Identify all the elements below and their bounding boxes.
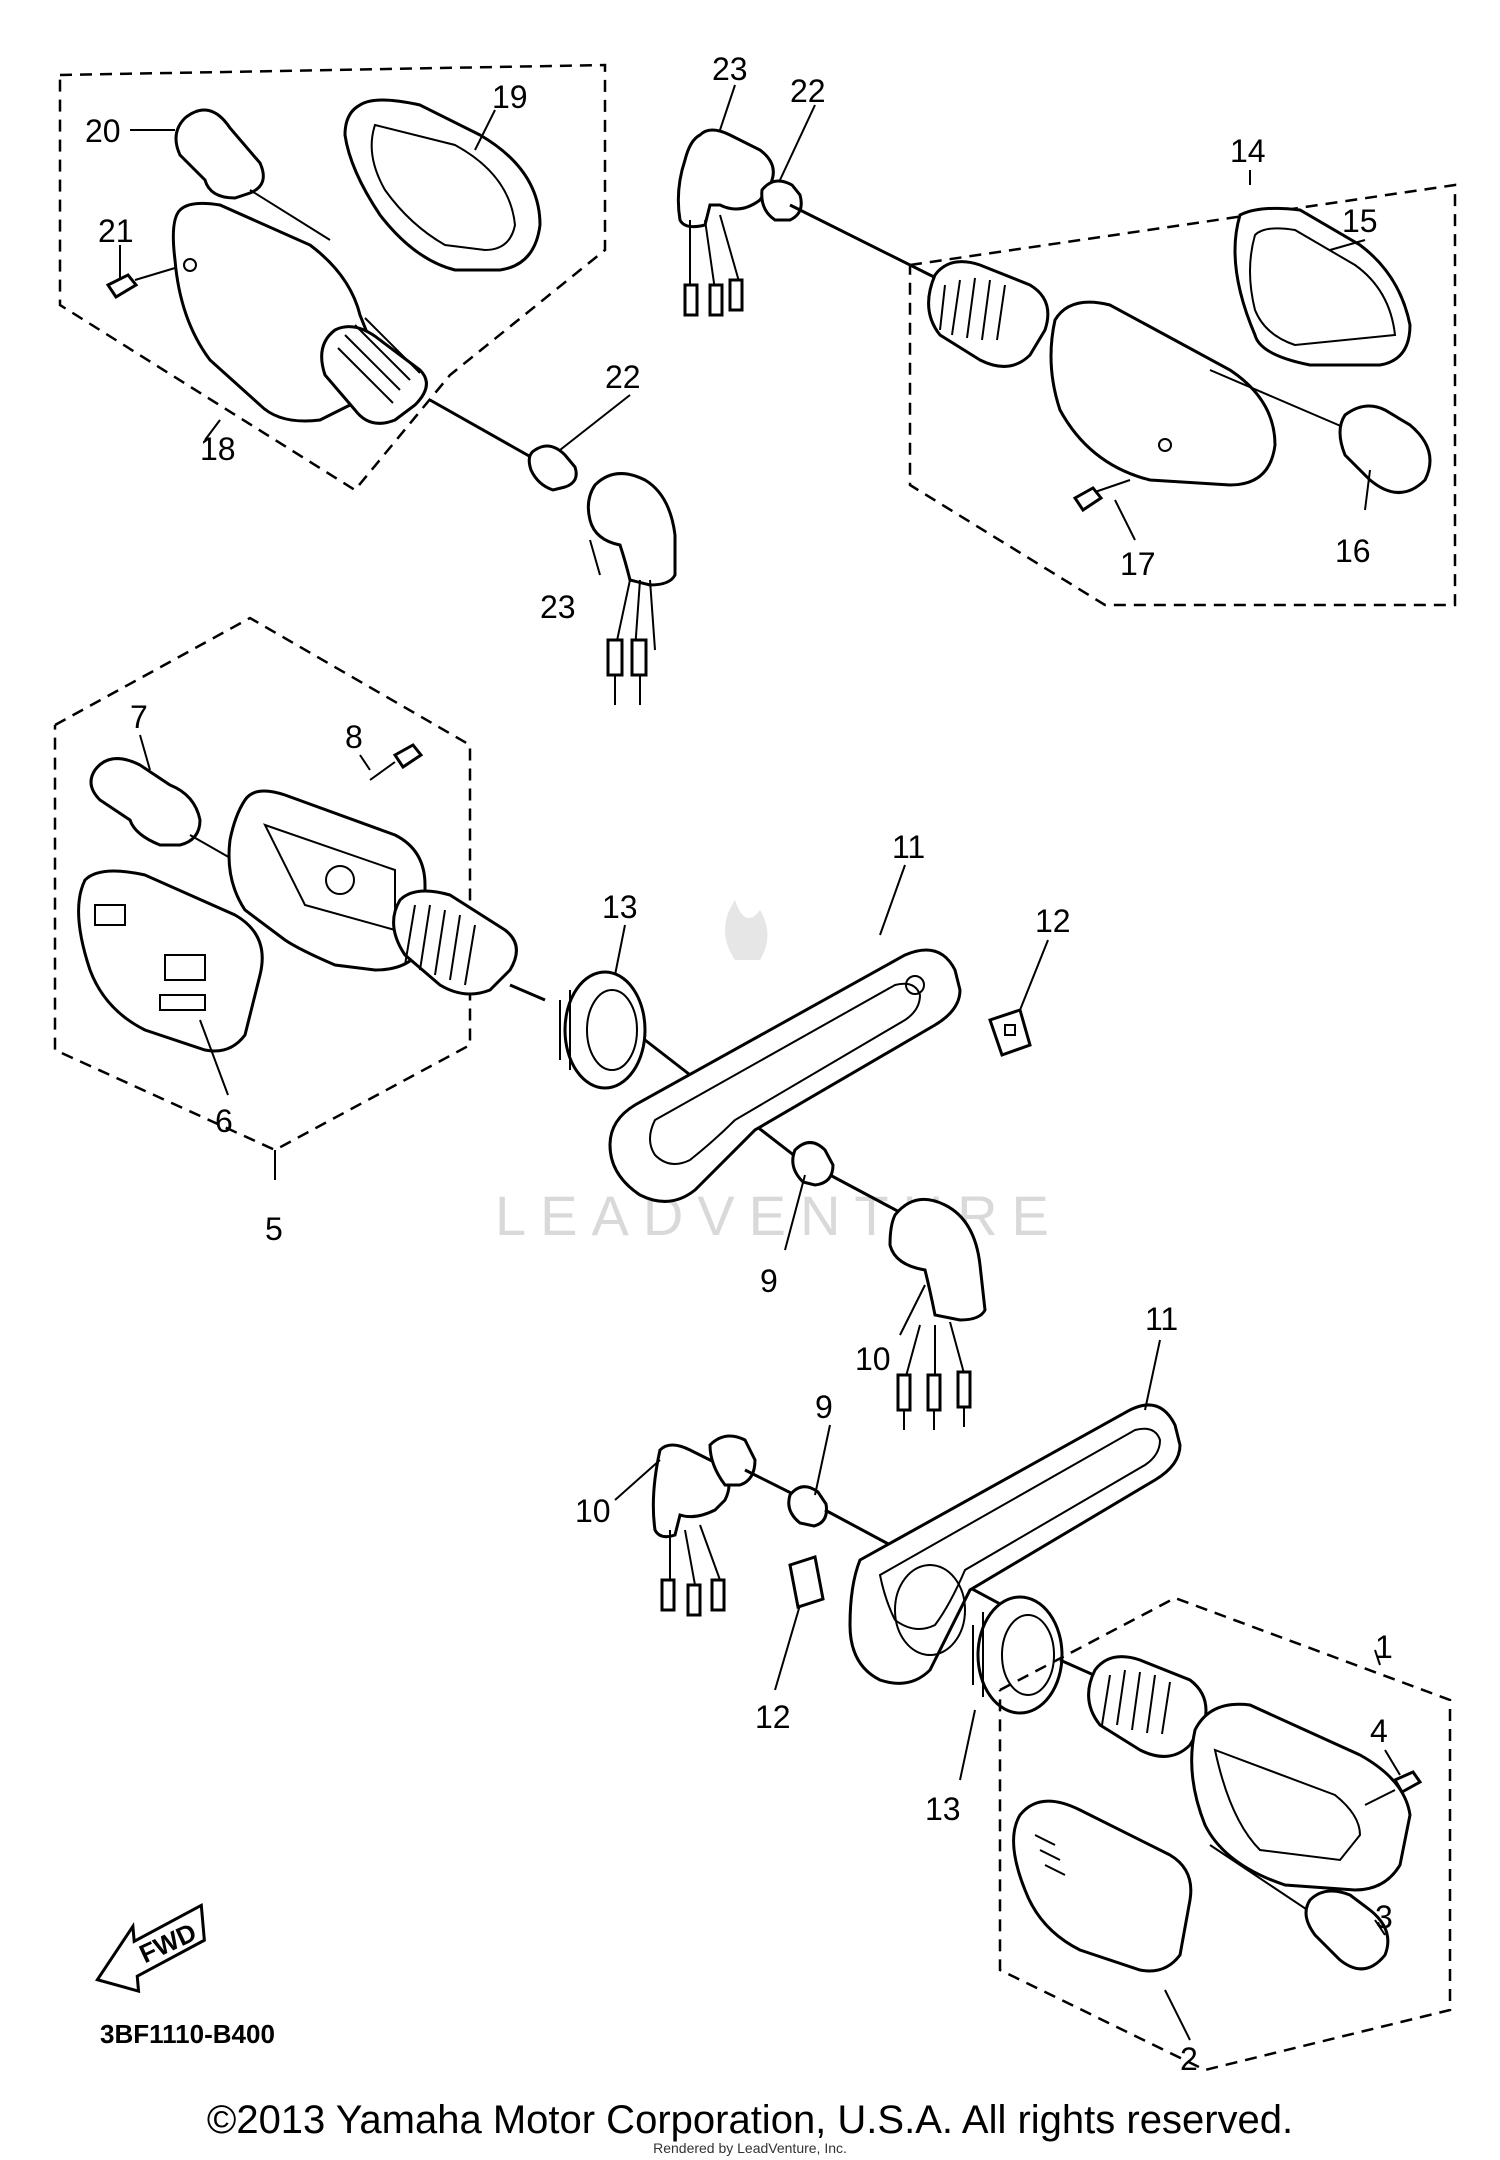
- bulb-20: [174, 108, 331, 241]
- callout-13-upper: 13: [602, 889, 638, 925]
- callout-23-right: 23: [712, 51, 748, 87]
- clip-12-upper: [988, 1008, 1032, 1057]
- callout-12-upper: 12: [1035, 903, 1071, 939]
- housing-1: [1087, 1655, 1412, 1892]
- diagram-code: 3BF1110-B400: [100, 2019, 275, 2049]
- callout-13-lower: 13: [925, 1791, 961, 1827]
- shaft-14: [789, 203, 941, 282]
- clip-12-lower: [788, 1555, 825, 1609]
- callout-7: 7: [130, 699, 148, 735]
- callouts: 20 19 21 18 22 23 23 22 14 15 16 17 7 8 …: [85, 51, 1393, 2077]
- callout-14: 14: [1230, 133, 1266, 169]
- callout-3: 3: [1375, 1899, 1393, 1935]
- connector-23-left: [586, 472, 677, 705]
- nut-22-left: [527, 444, 578, 492]
- nut-9-lower: [787, 1485, 828, 1528]
- assembly-14-boundary: [908, 183, 1457, 607]
- callout-18: 18: [200, 431, 236, 467]
- shaft-18: [429, 398, 546, 467]
- callout-6: 6: [215, 1103, 233, 1139]
- bracket-11-lower: [848, 1403, 1182, 1685]
- callout-8: 8: [345, 719, 363, 755]
- callout-23-left: 23: [540, 589, 576, 625]
- assembly-5-boundary: [53, 616, 472, 1152]
- lens-15: [1233, 206, 1412, 367]
- callout-9-upper: 9: [760, 1263, 778, 1299]
- copyright-notice: ©2013 Yamaha Motor Corporation, U.S.A. A…: [206, 2098, 1294, 2142]
- callout-9-lower: 9: [815, 1389, 833, 1425]
- grommet-13-upper: [559, 970, 647, 1090]
- connector-10-lower: [651, 1434, 757, 1617]
- lens-2: [1012, 1799, 1193, 1973]
- grommet-13-lower: [972, 1595, 1064, 1715]
- nut-22-right: [760, 179, 803, 222]
- callout-22-left: 22: [605, 359, 641, 395]
- fwd-arrow-icon: FWD: [94, 1902, 206, 1994]
- housing-5: [227, 789, 546, 1002]
- bracket-11-upper: [608, 948, 962, 1203]
- screw-8: [369, 743, 424, 781]
- assembly-14: [676, 128, 1457, 607]
- callout-2: 2: [1180, 2041, 1198, 2077]
- bulb-16: [1209, 369, 1432, 494]
- watermark-text: LEADVENTURE: [495, 1184, 1063, 1247]
- assembly-1-boundary: [998, 1596, 1452, 2072]
- rendered-by-note: Rendered by LeadVenture, Inc.: [653, 2140, 847, 2156]
- assembly-5: [53, 616, 546, 1152]
- screw-17: [1072, 479, 1131, 513]
- connector-23-right: [676, 128, 775, 317]
- callout-10-lower: 10: [575, 1493, 611, 1529]
- screw-4: [1364, 1770, 1423, 1806]
- assembly-18: [58, 63, 677, 705]
- housing-14: [927, 260, 1277, 487]
- callout-19: 19: [492, 79, 528, 115]
- callout-1: 1: [1375, 1629, 1393, 1665]
- assembly-1: [998, 1596, 1452, 2072]
- lens-19: [343, 98, 542, 272]
- callout-11-lower: 11: [1145, 1301, 1178, 1337]
- housing-18: [171, 201, 428, 425]
- assembly-18-boundary: [58, 63, 607, 492]
- callout-12-lower: 12: [755, 1699, 791, 1735]
- flame-logo-icon: [725, 900, 768, 960]
- nut-9-upper: [791, 1141, 906, 1217]
- callout-10-upper: 10: [855, 1341, 891, 1377]
- screw-21: [105, 267, 176, 300]
- callout-5: 5: [265, 1211, 283, 1247]
- connector-10-upper: [888, 1197, 987, 1430]
- bulb-3: [1209, 1844, 1390, 1971]
- leader-lines: [119, 84, 1401, 2041]
- callout-20: 20: [85, 113, 121, 149]
- callout-4: 4: [1370, 1713, 1388, 1749]
- callout-16: 16: [1335, 533, 1371, 569]
- lens-6: [77, 869, 264, 1053]
- callout-15: 15: [1342, 203, 1378, 239]
- callout-22-right: 22: [790, 73, 826, 109]
- callout-11-upper: 11: [892, 829, 925, 865]
- callout-21: 21: [98, 213, 134, 249]
- callout-17: 17: [1120, 546, 1156, 582]
